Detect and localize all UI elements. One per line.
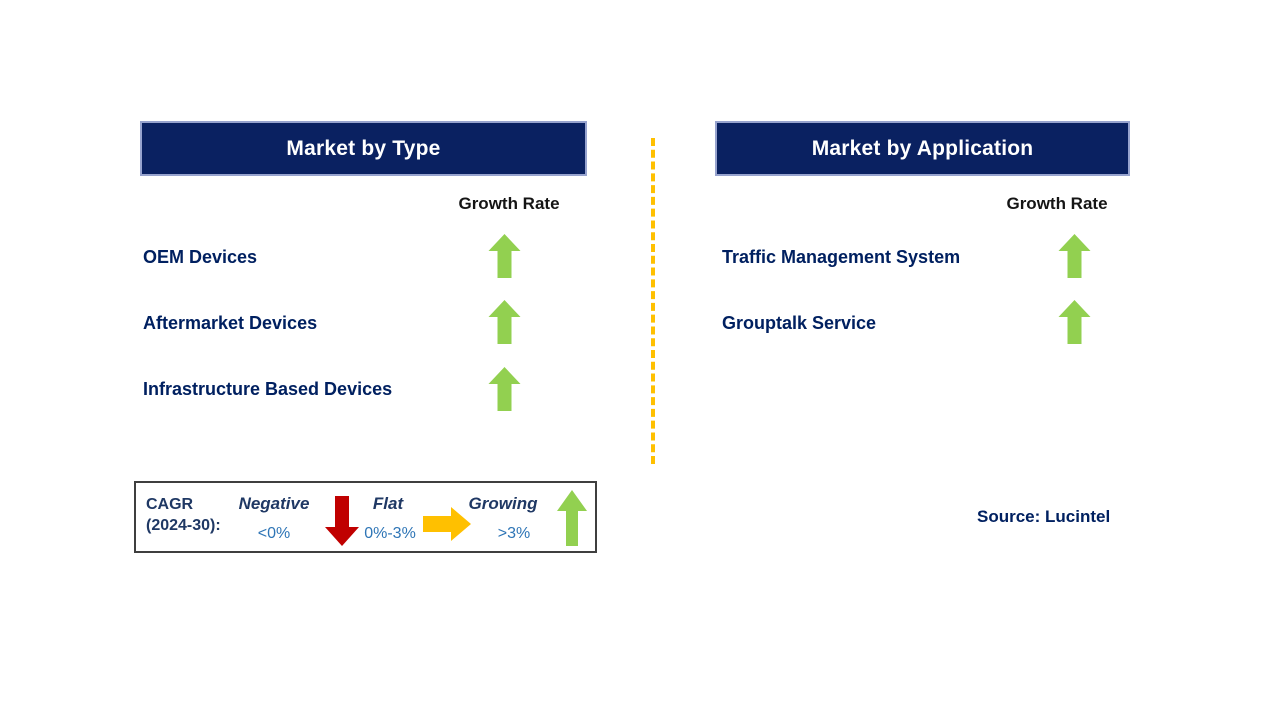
legend-flat-range: 0%-3% — [364, 525, 416, 542]
source-attribution: Source: Lucintel — [977, 507, 1111, 526]
growth-up-arrow-icon — [1058, 234, 1091, 278]
growth-rate-label-right: Growth Rate — [1006, 194, 1108, 213]
cagr-legend-box: CAGR (2024-30): Negative <0% Flat 0%-3% … — [134, 481, 597, 553]
cagr-label-line2: (2024-30): — [146, 517, 221, 534]
panel-title: Market by Application — [811, 136, 1034, 160]
panel-title: Market by Type — [286, 136, 441, 160]
negative-down-arrow-icon — [325, 496, 359, 546]
flat-right-arrow-icon — [423, 507, 471, 541]
legend-growing-label: Growing — [468, 494, 538, 513]
market-by-type-banner: Market by Type — [140, 121, 587, 176]
cagr-label-line1: CAGR — [146, 496, 194, 513]
legend-flat-label: Flat — [372, 494, 404, 513]
market-by-application-banner: Market by Application — [715, 121, 1130, 176]
legend-growing-range: >3% — [497, 525, 531, 542]
growth-up-arrow-icon — [488, 367, 521, 411]
growth-up-arrow-icon — [1058, 300, 1091, 344]
legend-negative-range: <0% — [257, 525, 291, 542]
segment-label-grouptalk-service: Grouptalk Service — [722, 313, 877, 333]
growth-rate-label-left: Growth Rate — [458, 194, 560, 213]
cagr-label: CAGR (2024-30): — [146, 494, 221, 536]
legend-negative-label: Negative — [238, 494, 310, 513]
segment-label-oem-devices: OEM Devices — [143, 247, 258, 267]
growth-up-arrow-icon — [488, 300, 521, 344]
growth-up-arrow-icon — [488, 234, 521, 278]
segment-label-traffic-management-system: Traffic Management System — [722, 247, 961, 267]
segment-label-aftermarket-devices: Aftermarket Devices — [143, 313, 318, 333]
segment-label-infrastructure-based-devices: Infrastructure Based Devices — [143, 379, 393, 399]
panel-divider-dashed-line — [651, 138, 655, 464]
growing-up-arrow-icon — [557, 490, 587, 546]
